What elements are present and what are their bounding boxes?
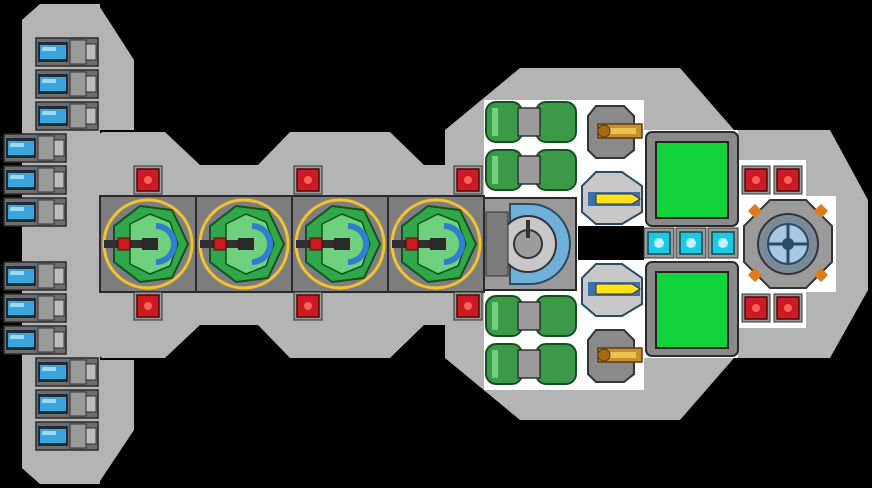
engine-unit	[3, 133, 67, 163]
green-tank-pair	[485, 101, 577, 143]
screen-bottom	[645, 261, 739, 357]
ion-turret	[195, 195, 293, 293]
reactor-core	[483, 197, 577, 291]
brass-launcher-top	[587, 105, 643, 159]
missile-bay-top	[581, 171, 643, 225]
tank-cluster-bottom	[485, 295, 577, 385]
cyan-node-row	[643, 227, 739, 259]
cyan-node	[643, 227, 675, 259]
red-node	[453, 291, 483, 321]
red-node	[773, 165, 803, 195]
shield-dome	[743, 199, 833, 289]
forward-section	[483, 101, 833, 385]
red-node	[773, 293, 803, 323]
ion-turret-row	[99, 195, 485, 293]
ion-turret	[291, 195, 389, 293]
red-node	[741, 293, 771, 323]
green-tank-pair	[485, 295, 577, 337]
red-node	[453, 165, 483, 195]
red-node	[741, 165, 771, 195]
missile-bay-bottom	[581, 263, 643, 317]
red-node	[133, 165, 163, 195]
red-node	[133, 291, 163, 321]
cyan-node	[675, 227, 707, 259]
engine-unit	[3, 293, 67, 323]
engine-bank	[3, 37, 99, 451]
engine-unit	[3, 261, 67, 291]
red-node	[293, 165, 323, 195]
engine-unit	[35, 37, 99, 67]
tank-cluster-top	[485, 101, 577, 191]
ion-turret	[99, 195, 197, 293]
engine-unit	[3, 197, 67, 227]
central-corridor	[578, 226, 644, 260]
green-tank-pair	[485, 343, 577, 385]
red-node	[293, 291, 323, 321]
cyan-node	[707, 227, 739, 259]
engine-unit	[35, 357, 99, 387]
engine-unit	[3, 325, 67, 355]
green-tank-pair	[485, 149, 577, 191]
engine-unit	[35, 101, 99, 131]
hull-rear-fin	[22, 4, 134, 484]
screen-top	[645, 131, 739, 227]
ion-turret	[387, 195, 485, 293]
engine-unit	[3, 165, 67, 195]
brass-launcher-bottom	[587, 329, 643, 383]
engine-unit	[35, 69, 99, 99]
engine-unit	[35, 389, 99, 419]
red-node-group	[133, 165, 803, 323]
engine-unit	[35, 421, 99, 451]
